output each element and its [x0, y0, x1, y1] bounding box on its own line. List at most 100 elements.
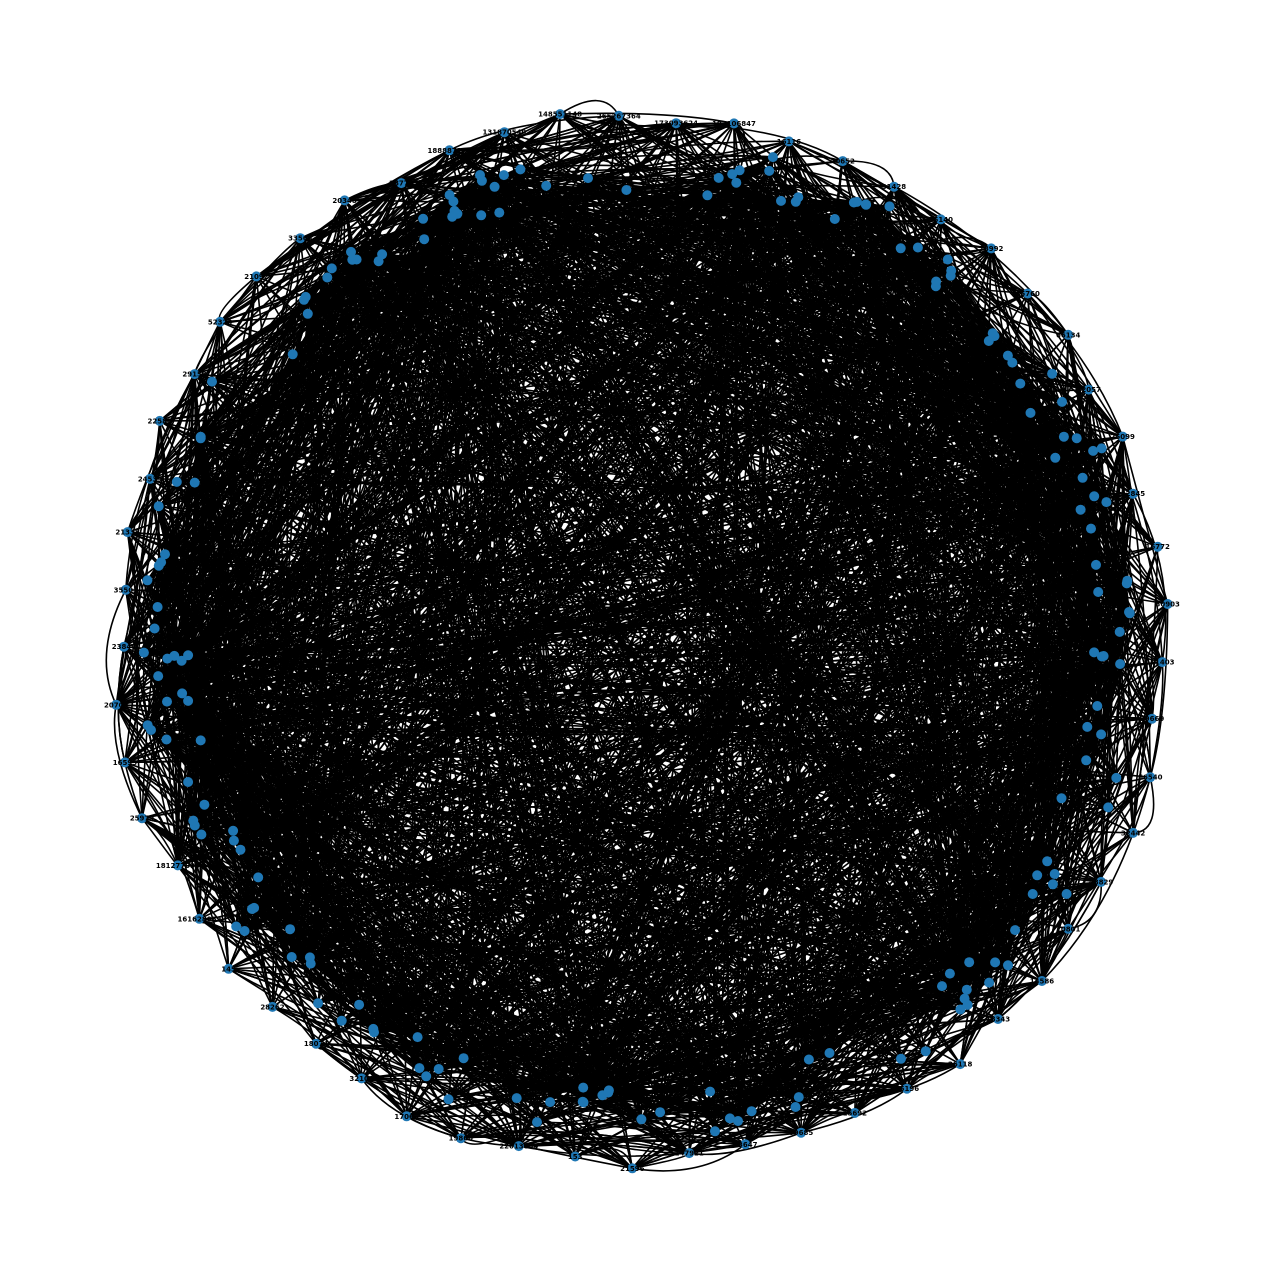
graph-node [889, 181, 899, 192]
graph-edge [705, 1091, 731, 1124]
node-label: 31428 [882, 183, 906, 191]
graph-edge [200, 739, 856, 1114]
graph-node [311, 1038, 322, 1049]
graph-edge [290, 261, 380, 958]
graph-node [196, 829, 207, 840]
graph-edge [448, 733, 1102, 1101]
graph-edge [416, 201, 797, 1038]
graph-edge [795, 1063, 961, 1108]
node-label: 22613854 [499, 1143, 538, 1151]
graph-node [705, 1086, 716, 1097]
graph-edge [125, 589, 999, 1020]
graph-node [171, 476, 182, 487]
graph-node [1145, 772, 1156, 783]
graph-node [655, 1107, 666, 1118]
graph-node [228, 825, 239, 836]
graph-edge [160, 156, 774, 563]
node-label: 147921 [675, 1150, 704, 1158]
graph-node [793, 1092, 804, 1103]
graph-edge [842, 160, 1069, 336]
graph-edge [360, 1077, 462, 1139]
graph-edge [378, 260, 1094, 452]
graph-edge [187, 186, 496, 702]
graph-node [1015, 378, 1026, 389]
graph-node [247, 904, 257, 914]
graph-edge [1149, 662, 1164, 778]
node-label: 148551148 [538, 111, 582, 119]
graph-edge [350, 251, 1123, 438]
graph-edge [113, 704, 143, 819]
graph-edge [244, 447, 1103, 932]
graph-edge [315, 1043, 462, 1139]
graph-node [1025, 407, 1036, 418]
graph-edge [426, 1075, 802, 1134]
graph-edge [233, 174, 481, 841]
graph-node [1147, 713, 1158, 724]
graph-edge [1092, 450, 1134, 833]
graph-edge [219, 182, 402, 323]
graph-node [555, 109, 566, 120]
node-label: 161628089 [177, 915, 221, 923]
graph-node [729, 118, 739, 129]
graph-node [1157, 657, 1168, 668]
node-label: 10801 [1056, 925, 1080, 933]
graph-node [188, 815, 199, 826]
graph-node [199, 799, 210, 810]
graph-node [1101, 497, 1112, 508]
node-label: 265267364 [597, 112, 641, 120]
graph-edge [126, 321, 221, 533]
graph-edge [126, 373, 196, 533]
graph-edge [582, 335, 996, 1088]
graph-node [1089, 647, 1100, 658]
graph-edge [1014, 493, 1134, 931]
graph-node [443, 1094, 454, 1105]
graph-node [961, 984, 972, 995]
graph-edge [157, 606, 604, 1096]
node-label: 43647 [733, 1141, 757, 1149]
graph-edge [451, 216, 551, 1103]
graph-node [1042, 856, 1053, 867]
graph-edge [689, 1131, 802, 1156]
node-label: 24539 [138, 475, 162, 483]
graph-edge [192, 170, 770, 822]
graph-edge [418, 281, 937, 1069]
graph-edge [841, 160, 1131, 614]
graph-edge [341, 651, 1095, 1022]
graph-node [499, 127, 510, 138]
graph-edge [158, 565, 183, 661]
graph-edge [173, 655, 1043, 982]
graph-edge [150, 729, 716, 1132]
graph-edge [800, 611, 1130, 1134]
graph-edge [291, 201, 797, 958]
graph-edge [990, 248, 1124, 438]
graph-node [1114, 626, 1125, 637]
graph-edge [950, 275, 1124, 438]
graph-edge [251, 806, 1109, 910]
graph-edge [350, 251, 753, 1112]
graph-node [511, 1093, 522, 1104]
graph-edge [449, 115, 619, 152]
graph-node [895, 243, 906, 254]
graph-node [215, 316, 226, 327]
graph-node [955, 1004, 966, 1015]
graph-node [545, 1097, 556, 1108]
graph-edge [341, 1020, 961, 1065]
graph-edge [856, 201, 1021, 385]
graph-node [942, 254, 953, 265]
graph-node [1036, 976, 1047, 986]
graph-edge [181, 660, 856, 1114]
graph-edge [503, 175, 610, 1091]
node-label: 78992 [979, 245, 1003, 253]
node-label: 30903 [1156, 601, 1180, 609]
graph-node [860, 199, 871, 210]
graph-node [1152, 541, 1163, 552]
graph-node [149, 623, 160, 634]
graph-node [207, 376, 217, 387]
node-label: 145 [221, 965, 236, 973]
graph-edge [607, 412, 1032, 1093]
graph-node [369, 1027, 379, 1038]
graph-edge [452, 215, 1089, 391]
graph-edge [127, 531, 1103, 658]
graph-edge [676, 122, 844, 162]
graph-node [119, 757, 130, 768]
